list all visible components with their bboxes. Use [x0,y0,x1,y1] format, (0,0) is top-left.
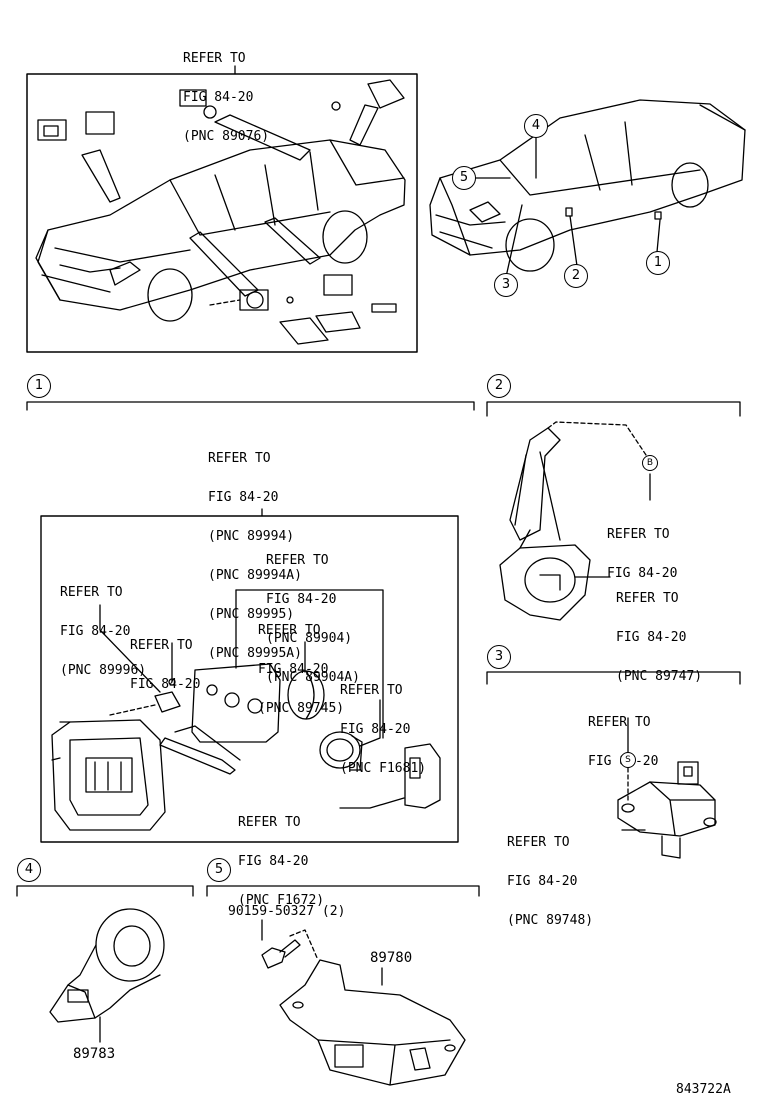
refer-line: REFER TO [60,585,123,600]
section-5-bolt-part-number: 90159-50327 (2) [228,904,346,919]
section-4-number: 4 [17,858,41,882]
section-2-refer-part: REFER TO FIG 84-20 (PNC 89747) [616,566,702,696]
refer-line: REFER TO [616,591,679,606]
callout-car-illustration [429,99,746,278]
section-4-diagram [16,885,194,1043]
refer-line: (PNC F1681) [340,761,427,776]
refer-line: (PNC F1672) [238,893,325,908]
refer-line: FIG 84-20 [60,624,131,639]
section-3-refer-bolt: REFER TO FIG 84-20 [588,690,658,781]
refer-line: (PNC 89995A) [208,646,302,661]
refer-line: (PNC 89076) [183,129,270,144]
refer-line: REFER TO [130,638,193,653]
refer-line: (PNC 89748) [507,913,594,928]
callout-4: 4 [524,114,548,138]
section-1-refer-89745: REFER TO FIG 84-20 (PNC 89745) [258,598,344,728]
callout-5: 5 [452,166,476,190]
refer-line: FIG 84-20 [266,592,337,607]
section-3-refer-part: REFER TO FIG 84-20 (PNC 89748) [507,810,593,940]
refer-line: REFER TO [340,683,403,698]
section-1-refer-f1681: REFER TO FIG 84-20 (PNC F1681) [340,658,426,788]
refer-line: REFER TO [238,815,301,830]
section-1-diagram [26,401,475,843]
refer-line: FIG 84-20 [507,874,578,889]
refer-line: (PNC 89994A) [208,568,302,583]
refer-line: (PNC 89747) [616,669,703,684]
refer-line: (PNC 89996) [60,663,147,678]
refer-line: FIG 84-20 [208,490,279,505]
section-5-number: 5 [207,858,231,882]
refer-line: FIG 84-20 [183,90,254,105]
section-2-refer-bolt: REFER TO FIG 84-20 [607,502,677,593]
refer-line: REFER TO [183,51,246,66]
refer-line: FIG 84-20 [130,677,201,692]
section-1-refer-89904: REFER TO FIG 84-20 (PNC 89904) (PNC 8990… [266,528,360,697]
refer-line: FIG 84-20 [607,566,678,581]
section-1-number: 1 [27,374,51,398]
section-2-diagram [486,401,741,621]
refer-line: (PNC 89904) [266,631,353,646]
bolt-b-icon: B [642,455,658,471]
refer-line: FIG 84-20 [238,854,309,869]
section-1-refer-top: REFER TO FIG 84-20 (PNC 89994) (PNC 8999… [208,426,302,673]
refer-line: FIG 84-20 [616,630,687,645]
refer-line: (PNC 89745) [258,701,345,716]
section-2-number: 2 [487,374,511,398]
section-1-refer-89996: REFER TO FIG 84-20 (PNC 89996) [60,560,146,690]
callout-1: 1 [646,251,670,275]
section-1-refer-f1672: REFER TO FIG 84-20 (PNC F1672) [238,790,324,920]
refer-line: FIG 84-20 [340,722,411,737]
refer-line: REFER TO [258,623,321,638]
refer-line: FIG 84-20 [258,662,329,677]
section-3-diagram [486,671,741,859]
overview-car-illustration [26,65,418,353]
section-1-refer-screw: REFER TO FIG 84-20 [130,613,200,704]
callout-2: 2 [564,264,588,288]
refer-line: REFER TO [507,835,570,850]
refer-line: REFER TO [588,715,651,730]
refer-line: (PNC 89904A) [266,670,360,685]
refer-line: (PNC 89995) [208,607,295,622]
figure-id: 843722A [676,1082,731,1097]
section-5-part-number: 89780 [370,950,413,966]
refer-line: REFER TO [607,527,670,542]
callout-3: 3 [494,273,518,297]
section-3-number: 3 [487,645,511,669]
bolt-s-icon: S [620,752,636,768]
refer-line: (PNC 89994) [208,529,295,544]
section-4-part-number: 89783 [73,1046,116,1062]
refer-line: REFER TO [266,553,329,568]
overview-refer-label: REFER TO FIG 84-20 (PNC 89076) [183,26,269,156]
refer-line: REFER TO [208,451,271,466]
section-5-diagram [206,885,480,1086]
